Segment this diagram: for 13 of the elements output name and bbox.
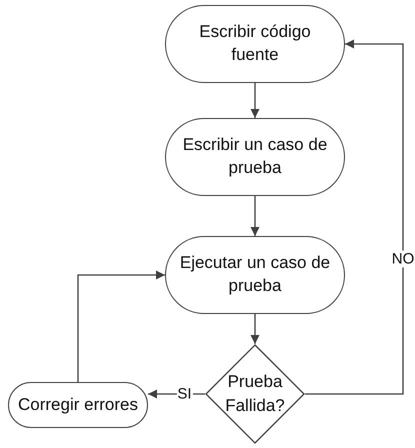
arrow [250, 196, 260, 236]
arrow [77, 270, 165, 382]
process-box: Escribir un caso de prueba [165, 118, 345, 196]
decision-text: Prueba Fallida? [224, 371, 286, 417]
arrow [305, 39, 404, 395]
process-box: Ejecutar un caso de prueba [165, 236, 345, 314]
edge-label: NO [390, 250, 415, 268]
process-box: Corregir errores [8, 382, 148, 428]
decision-diamond [205, 344, 305, 444]
process-box: Escribir código fuente [165, 5, 345, 83]
arrow [250, 83, 260, 118]
arrow [250, 314, 260, 344]
arrow [148, 389, 205, 399]
